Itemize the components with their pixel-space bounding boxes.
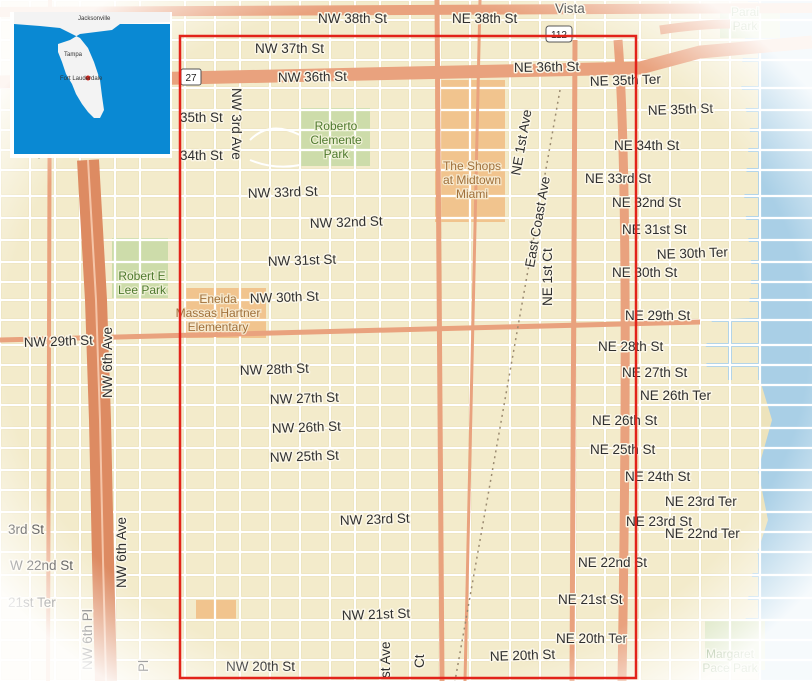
inset-label-tampa: Tampa xyxy=(64,52,83,58)
inset-label-miami: Fort Lauderdale xyxy=(60,76,103,82)
inset-miami-marker xyxy=(85,75,91,81)
inset-label-jacksonville: Jacksonville xyxy=(78,16,111,22)
study-area-boundary xyxy=(178,34,638,680)
inset-florida-land xyxy=(14,12,170,118)
florida-locator-inset: Jacksonville Tampa Fort Lauderdale · xyxy=(10,12,172,162)
inset-tick-1: · xyxy=(38,156,40,162)
